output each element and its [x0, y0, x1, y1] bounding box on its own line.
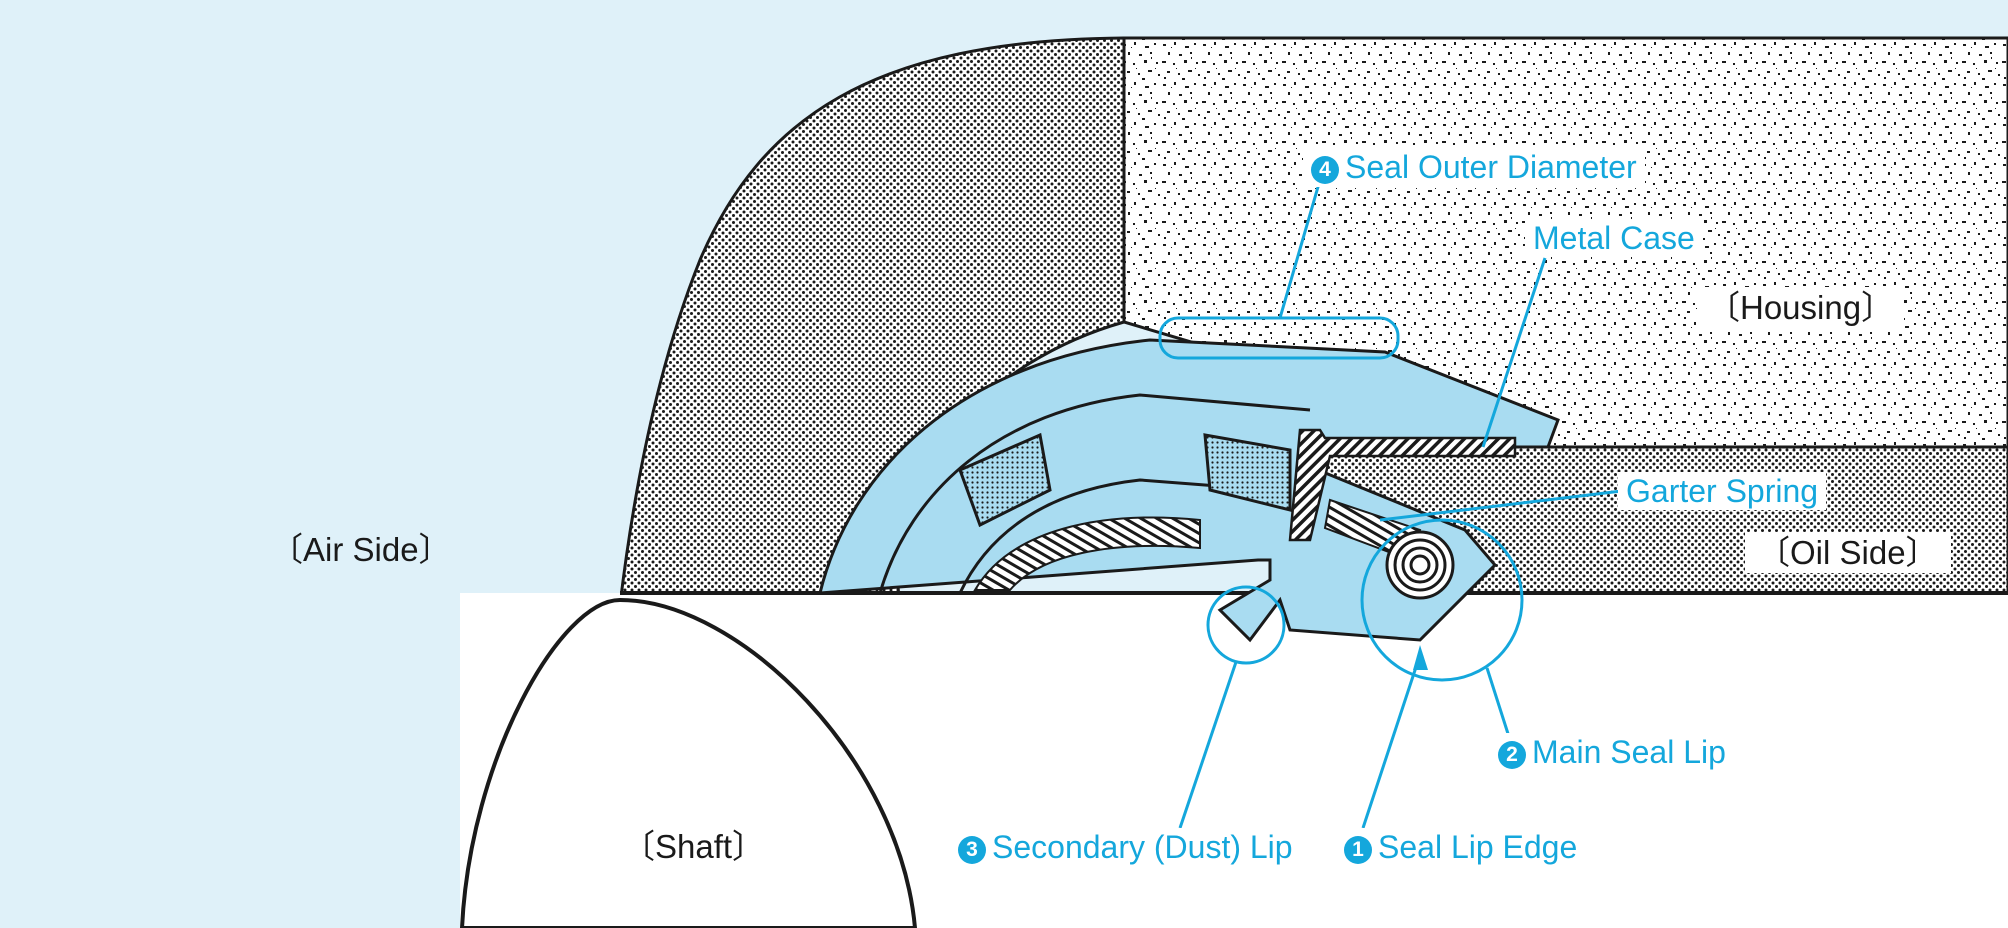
callout-metal-case: Metal Case — [1525, 219, 1703, 257]
number-1-badge: 1 — [1344, 836, 1372, 864]
shaft-label: 〔Shaft〕 — [622, 828, 766, 865]
seal-pocket-left — [958, 432, 1052, 528]
garter-spring-coil — [973, 516, 1201, 591]
seal-od-highlight — [1158, 316, 1400, 360]
seal-outer-diameter-text: Seal Outer Diameter — [1345, 149, 1637, 185]
metal-case — [1288, 428, 1517, 542]
air-side-label: 〔Air Side〕 — [270, 531, 452, 568]
garter-spring-text: Garter Spring — [1626, 473, 1819, 509]
housing-label: 〔Housing〕 — [1697, 287, 1905, 328]
shaft-end-face — [459, 597, 918, 928]
number-3-badge: 3 — [958, 836, 986, 864]
secondary-lip-text: Secondary (Dust) Lip — [992, 829, 1293, 865]
oil-side-label: 〔Oil Side〕 — [1745, 532, 1951, 573]
main-lip-circle — [1360, 518, 1524, 682]
seal-lip-edge-text: Seal Lip Edge — [1378, 829, 1578, 865]
seal-pocket-right — [1203, 433, 1292, 512]
secondary-lip-circle — [1206, 585, 1286, 665]
number-4-badge: 4 — [1311, 156, 1339, 184]
number-2-badge: 2 — [1498, 741, 1526, 769]
main-seal-lip-text: Main Seal Lip — [1532, 734, 1726, 770]
metal-case-text: Metal Case — [1533, 220, 1695, 256]
callout-garter-spring: Garter Spring — [1618, 472, 1827, 510]
